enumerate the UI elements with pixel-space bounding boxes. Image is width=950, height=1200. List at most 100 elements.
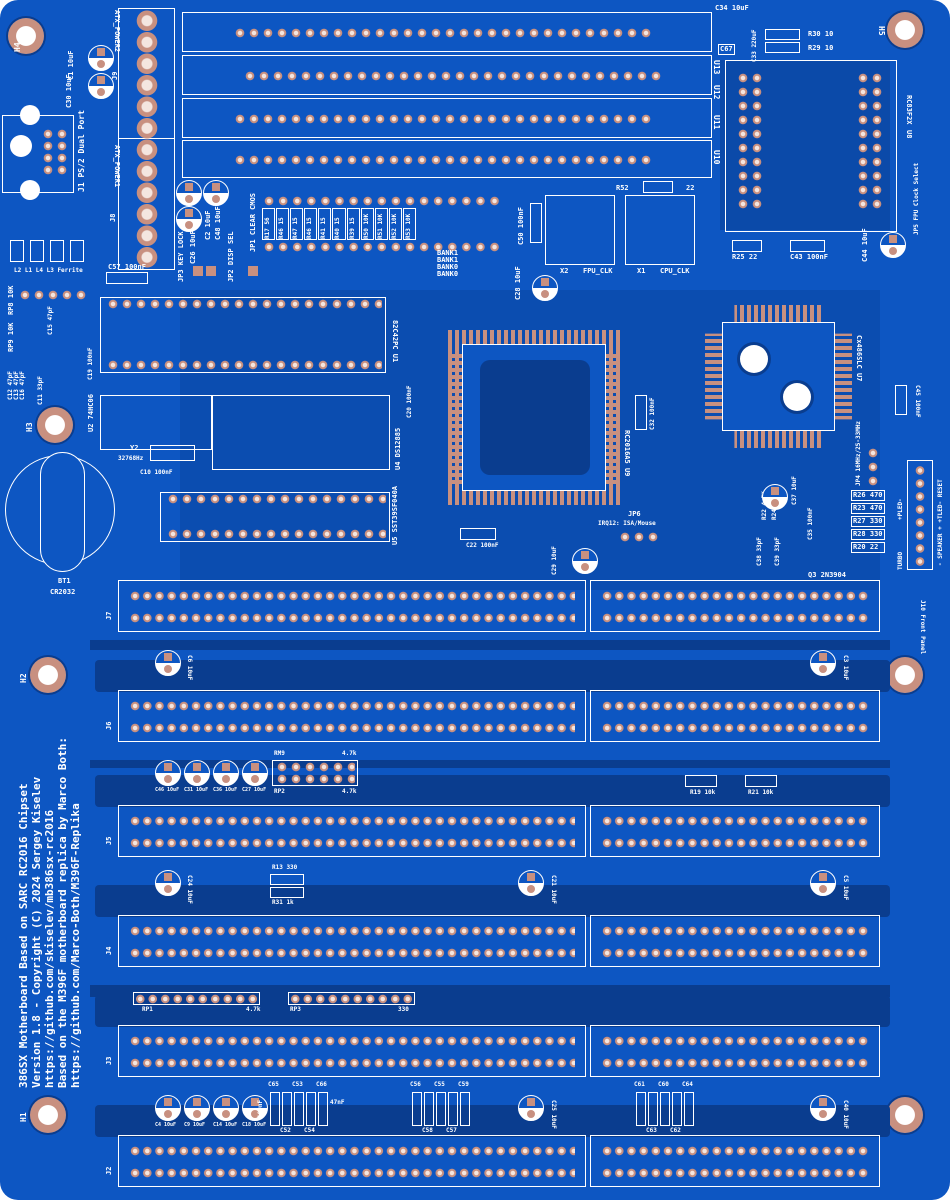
- isa-slot-j4[interactable]: [118, 915, 586, 967]
- capacitor-c28: [532, 275, 558, 301]
- isa-slot-j5[interactable]: [590, 805, 880, 857]
- u7-hole: [740, 345, 768, 373]
- capacitor-c21: [518, 870, 544, 896]
- bank-label: BANK1: [437, 256, 459, 264]
- rp8-label: RP8 10K: [7, 285, 15, 315]
- fp-turbo: TURBO: [897, 551, 904, 570]
- bank-resistor: R39 15: [346, 208, 360, 240]
- r21-label: R21 10k: [748, 789, 774, 796]
- bank-resistor: R52 10K: [388, 208, 402, 240]
- jp2-header[interactable]: [206, 266, 216, 276]
- mounting-hole: [8, 18, 44, 54]
- c4-label: C4 10uF: [155, 1122, 177, 1128]
- c9-label: C9 10uF: [184, 1122, 206, 1128]
- u7-ref: U7: [855, 372, 863, 382]
- small-caps-left: C12 47pF C13 47pF C16 47pF: [7, 371, 26, 400]
- bank-resistor-label: R47 15: [292, 217, 300, 239]
- u5-name: SST39SF040A: [391, 485, 399, 533]
- cap-body: [155, 1095, 181, 1121]
- j10-label: J10 Front Panel: [919, 600, 926, 654]
- slot-pins: [601, 611, 869, 625]
- isa-slot-j3[interactable]: [590, 1025, 880, 1077]
- isa-slot-j4[interactable]: [590, 915, 880, 967]
- capacitor-c56: [412, 1092, 422, 1126]
- credit-line: Version 1.8 - Copyright (C) 2024 Sergey …: [30, 776, 43, 1088]
- isa-slot-j5[interactable]: [118, 805, 586, 857]
- isa-slot-j6[interactable]: [118, 690, 586, 742]
- isa-slot-j7[interactable]: [590, 580, 880, 632]
- bank-resistor-label: R46 15: [306, 217, 314, 239]
- oscillator-x2: [545, 195, 615, 265]
- cap-label: C65: [268, 1081, 279, 1088]
- slot-pins: [601, 589, 869, 603]
- capacitor-c48: [203, 180, 229, 206]
- isa-slot-j2[interactable]: [590, 1135, 880, 1187]
- slot-shadow: [95, 660, 890, 692]
- resistor-r31: [270, 887, 304, 898]
- jp6-header[interactable]: [618, 530, 660, 544]
- simm-pins: [233, 153, 653, 167]
- ferrite-group: [10, 240, 84, 262]
- isa-slot-j2[interactable]: [118, 1135, 586, 1187]
- c43-label: C43 100nF: [790, 253, 828, 261]
- u9-thermal: [480, 360, 590, 475]
- jp3-header[interactable]: [193, 266, 203, 276]
- credits-block: 386SX Motherboard Based on SARC RC2016 C…: [17, 728, 82, 1088]
- r29-label: R29 10: [808, 44, 834, 52]
- resistor-r19: [685, 775, 717, 787]
- cap-label: C58: [422, 1127, 433, 1134]
- c45-label: C45 100nF: [914, 385, 921, 418]
- capacitor-c31: C31 10uF: [184, 760, 210, 796]
- jp1-header[interactable]: [248, 266, 258, 276]
- chip-pins: [166, 527, 386, 541]
- x1-name: CPU_CLK: [660, 267, 690, 275]
- q3-label: Q3 2N3904: [808, 571, 846, 579]
- c37-label: C37 10uF: [791, 476, 798, 505]
- jp2-name: DISP SEL: [227, 231, 235, 266]
- hole-label: H3: [25, 422, 34, 432]
- slot-pins: [601, 1056, 869, 1070]
- fp-minus: -: [937, 562, 944, 566]
- jp4-header[interactable]: [866, 446, 880, 488]
- slot-pins: [601, 1166, 869, 1180]
- isa-slot-j3[interactable]: [118, 1025, 586, 1077]
- bank-resistor: R50 10K: [360, 208, 374, 240]
- jp5-ref: JP5: [913, 224, 920, 235]
- u4-name: DS12885: [394, 427, 402, 458]
- capacitor-c36: C36 10uF: [213, 760, 239, 796]
- bank-resistor-label: R40 15: [334, 217, 342, 239]
- mounting-hole: [30, 657, 66, 693]
- jp5-name: FPU Clock Select: [913, 162, 920, 221]
- capacitor-c5: [810, 870, 836, 896]
- capacitor-c6: [155, 650, 181, 676]
- u1-name: 82C42PC: [391, 320, 399, 350]
- ps2-pins: [41, 128, 69, 176]
- bank-resistor: R47 15: [290, 208, 304, 240]
- rn-pins: [289, 992, 414, 1006]
- x1-ref: X1: [637, 267, 646, 275]
- front-panel-header[interactable]: [907, 460, 933, 570]
- capacitor-c43: [790, 240, 825, 252]
- jp4-label: JP4 16MHz/25-33MHz: [855, 421, 862, 486]
- c29-label: C29 10uF: [551, 546, 558, 575]
- l3-label: L3: [46, 267, 54, 274]
- simm-socket-u10: [182, 140, 712, 178]
- c10-label: C10 100nF: [140, 469, 173, 476]
- slot-pins: [129, 589, 575, 603]
- j8-label: J8: [109, 213, 117, 222]
- capacitor-c37: [762, 484, 788, 510]
- credit-line: Based on the M396F motherboard replica b…: [56, 737, 69, 1088]
- isa-slot-j7[interactable]: [118, 580, 586, 632]
- r13-label: R13 330: [272, 864, 298, 871]
- bank-label: BANK0: [437, 263, 459, 271]
- c50-label: C50 100nF: [517, 207, 525, 245]
- jp2-ref: JP2: [227, 269, 235, 282]
- isa-slot-j6[interactable]: [590, 690, 880, 742]
- u5-ref: U5: [391, 536, 399, 545]
- c53-value: 47nF: [330, 1099, 345, 1106]
- capacitor-c9: C9 10uF: [184, 1095, 210, 1131]
- jp1-label: JP1 CLEAR CMOS: [249, 193, 257, 252]
- simm-socket-u12: [182, 55, 712, 95]
- bank-resistor: R46 15: [276, 208, 290, 240]
